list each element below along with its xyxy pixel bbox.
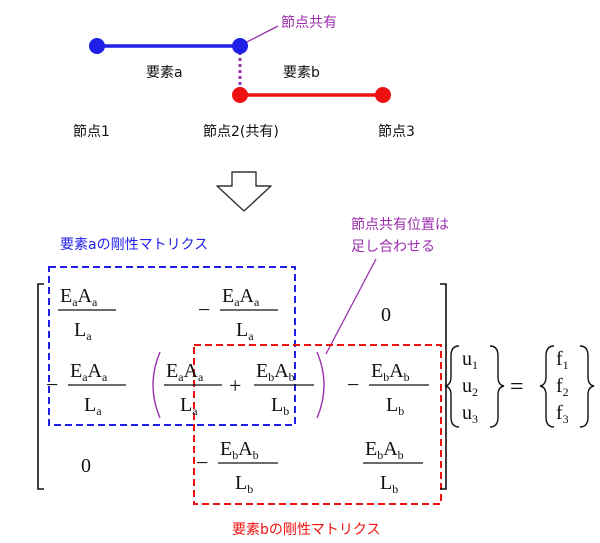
svg-text:EaAa: EaAa xyxy=(60,285,98,309)
svg-text:La: La xyxy=(74,319,92,343)
sum-callout-line2: 足し合わせる xyxy=(351,239,435,255)
entry-r1c2: EaAa La xyxy=(220,285,278,343)
f2: f2 xyxy=(556,375,569,399)
element-b-label: 要素b xyxy=(283,65,320,81)
svg-text:EbAb: EbAb xyxy=(220,438,259,462)
matrix-bracket-left xyxy=(37,283,44,490)
svg-text:La: La xyxy=(180,394,198,418)
u2: u2 xyxy=(462,375,478,399)
svg-text:La: La xyxy=(84,394,102,418)
down-arrow-icon xyxy=(216,171,272,212)
svg-text:EbAb: EbAb xyxy=(256,360,295,384)
entry-r1c1: EaAa La xyxy=(58,285,116,343)
svg-text:La: La xyxy=(236,319,254,343)
shared-node-callout: 節点共有 xyxy=(281,14,337,31)
f1: f1 xyxy=(556,348,569,372)
entry-r2c3-minus: − xyxy=(347,372,359,397)
svg-text:Lb: Lb xyxy=(380,472,398,496)
node2-marker-a xyxy=(232,38,248,54)
entry-r1c2-minus: − xyxy=(198,297,210,322)
entry-r2c1-minus: − xyxy=(46,372,58,397)
svg-text:EaAa: EaAa xyxy=(70,360,108,384)
node1-label: 節点1 xyxy=(73,123,110,140)
svg-text:EaAa: EaAa xyxy=(166,360,204,384)
u-vector-brace-right xyxy=(489,345,505,428)
sum-callout-leader xyxy=(325,258,377,355)
entry-r2c2-b: EbAb Lb xyxy=(254,360,314,418)
sum-callout-line1: 節点共有位置は xyxy=(351,216,449,233)
svg-text:EbAb: EbAb xyxy=(365,438,404,462)
f-vector-brace-left xyxy=(539,345,555,428)
element-a-label: 要素a xyxy=(146,65,183,81)
f-vector-brace-right xyxy=(579,345,595,428)
equals-sign: = xyxy=(510,374,524,400)
svg-text:Lb: Lb xyxy=(271,394,289,418)
stiffness-b-box xyxy=(193,344,442,505)
f3: f3 xyxy=(556,402,569,426)
svg-text:EbAb: EbAb xyxy=(371,360,410,384)
node3-marker xyxy=(375,87,391,103)
entry-r3c2-minus: − xyxy=(196,450,208,475)
node2-marker-b xyxy=(232,87,248,103)
stiffness-b-label: 要素bの剛性マトリクス xyxy=(232,522,380,538)
element-sketch: 節点共有 要素a 要素b 節点1 節点2(共有) 節点3 xyxy=(73,14,415,140)
stiffness-a-label: 要素aの剛性マトリクス xyxy=(60,237,208,253)
node2-label: 節点2(共有) xyxy=(203,123,279,140)
entry-r2c3: EbAb Lb xyxy=(369,360,429,418)
svg-text:EaAa: EaAa xyxy=(222,285,260,309)
entry-r2c2-plus: + xyxy=(229,373,241,398)
entry-r2c2-a: EaAa La xyxy=(164,360,222,418)
u3: u3 xyxy=(462,402,478,426)
node1-marker xyxy=(89,38,105,54)
entry-r1c3-zero: 0 xyxy=(381,304,391,326)
entry-r2c1: EaAa La xyxy=(68,360,126,418)
node3-label: 節点3 xyxy=(378,123,415,140)
entry-r3c2: EbAb Lb xyxy=(218,438,278,496)
entry-r3c1-zero: 0 xyxy=(81,455,91,477)
svg-text:Lb: Lb xyxy=(235,472,253,496)
sum-paren-left xyxy=(152,351,161,419)
entry-r3c3: EbAb Lb xyxy=(363,438,423,496)
u-vector-brace-left xyxy=(444,345,460,428)
sum-paren-right xyxy=(316,351,325,419)
svg-text:Lb: Lb xyxy=(386,394,404,418)
u1: u1 xyxy=(462,348,478,372)
callout-leader xyxy=(242,25,279,45)
